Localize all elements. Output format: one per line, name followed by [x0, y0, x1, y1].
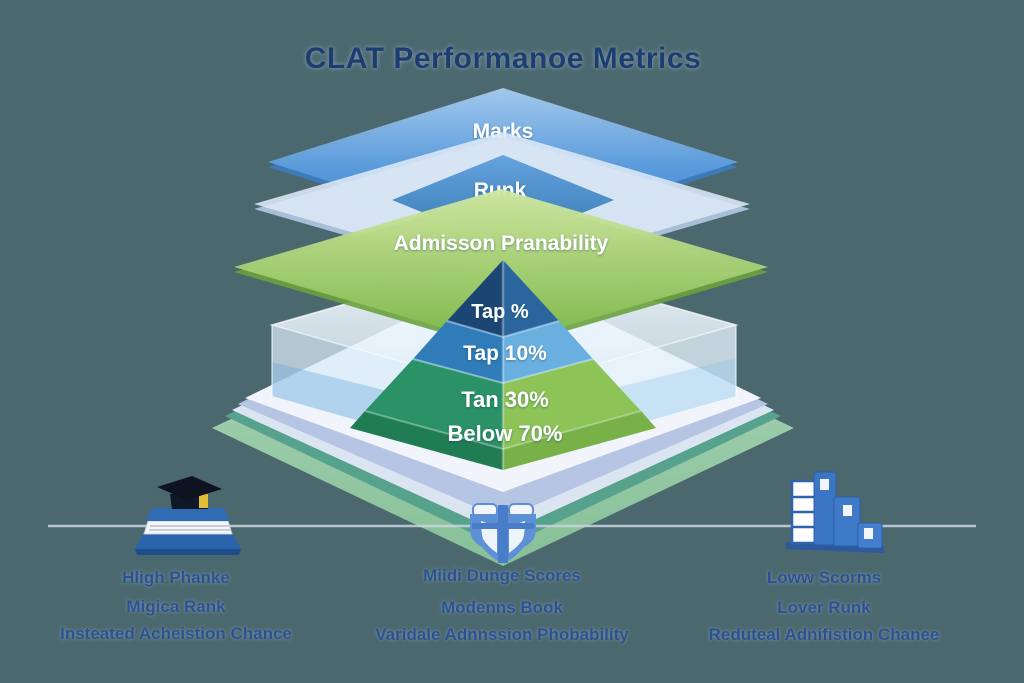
footer-line: Loww Scorms	[767, 568, 881, 587]
footer-line: Miidi Dunge Scores	[423, 566, 581, 585]
pyramid-band3-left	[365, 359, 503, 449]
footer-line: Migica Rank	[126, 597, 226, 616]
graduation-cap-books-icon	[135, 476, 241, 555]
pyramid-band4-right	[503, 411, 656, 470]
pyramid-band2-left	[413, 321, 503, 383]
pyramid-band2-right	[503, 321, 593, 383]
plate-admission-label: Admisson Pranability	[394, 232, 609, 255]
pyramid: Tap % Tap 10% Tan 30% Below 70%	[350, 260, 656, 470]
pyramid-band1-left	[447, 260, 503, 337]
footer-line: Insteated Acheistion Chance	[60, 624, 292, 643]
page-title: CLAT Performanoe Metrics	[305, 42, 702, 75]
footer-column-low-scores: Loww Scorms Lover Runk Reduteal Adnifist…	[709, 568, 940, 644]
pyramid-band2-label: Tap 10%	[463, 342, 547, 365]
bar-chart-icon	[786, 471, 884, 553]
footer-line: Varidale Adnnssion Phobability	[375, 625, 629, 644]
pyramid-band1-right	[503, 260, 559, 337]
pyramid-band1-label: Tap %	[471, 301, 529, 323]
pyramid-band4-label: Below 70%	[448, 421, 563, 446]
footer-column-mid-range: Miidi Dunge Scores Modenns Book Varidale…	[375, 566, 629, 644]
pyramid-band3-label: Tan 30%	[461, 387, 549, 412]
footer-line: Modenns Book	[441, 598, 563, 617]
footer-column-high-rank: Hligh Phanke Migica Rank Insteated Achei…	[60, 568, 292, 643]
pyramid-band3-right	[503, 359, 641, 449]
shield-icon	[470, 503, 536, 563]
pyramid-band4-left	[350, 411, 503, 470]
footer-line: Reduteal Adnifistion Chanee	[709, 625, 940, 644]
footer-line: Hligh Phanke	[122, 568, 230, 587]
footer-line: Lover Runk	[777, 598, 871, 617]
